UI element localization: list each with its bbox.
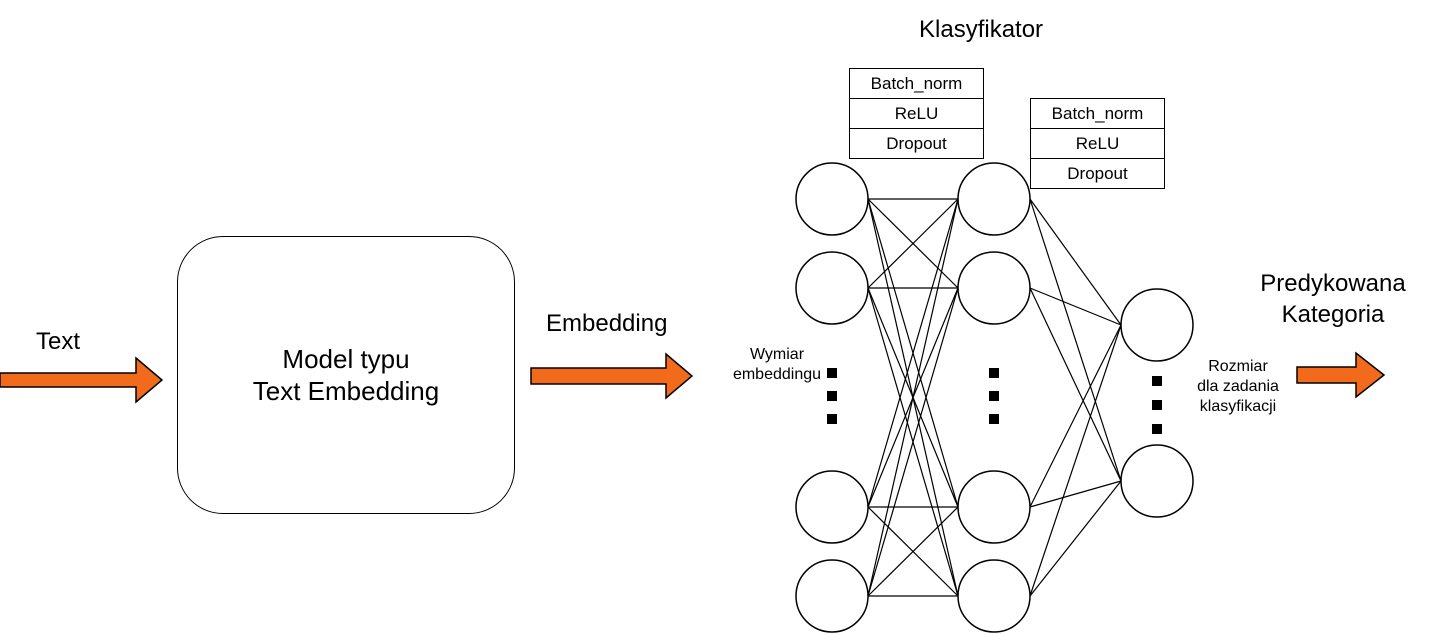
ellipsis-markers — [827, 368, 1162, 434]
output-layer-ellipsis-dot-2 — [1152, 424, 1162, 434]
network-nodes — [795, 162, 1194, 633]
output-dimension-line1: Rozmiar — [1208, 358, 1268, 375]
output-dimension-line2: dla zadania — [1197, 378, 1279, 395]
input-layer-node-2 — [795, 470, 869, 544]
input-layer-node-3 — [795, 559, 869, 633]
connection-l2-2-l3-0 — [1029, 324, 1122, 508]
output-dimension-line3: klasyfikacji — [1199, 398, 1277, 415]
input-layer-ellipsis-dot-0 — [827, 368, 837, 378]
layer-block-2-relu: ReLU — [1031, 129, 1164, 159]
connection-l2-3-l3-0 — [1029, 324, 1122, 597]
embedding-label: Embedding — [546, 310, 668, 337]
output-arrow-icon — [1296, 351, 1386, 399]
layer-block-2-dropout: Dropout — [1067, 164, 1128, 183]
connection-l2-1-l3-0 — [1029, 287, 1122, 326]
model-title-line2: Text Embedding — [252, 376, 440, 406]
output-dimension-label: Rozmiar dla zadania klasyfikacji — [1183, 357, 1293, 417]
connection-l1-2-l2-0 — [867, 198, 959, 508]
layer-block-1-dropout: Dropout — [886, 134, 947, 153]
connection-l2-3-l3-1 — [1029, 480, 1122, 597]
output-layer-ellipsis-dot-1 — [1152, 400, 1162, 410]
embedding-model-box: Model typu Text Embedding — [177, 236, 515, 514]
connection-l2-2-l3-1 — [1029, 480, 1122, 508]
output-layer-ellipsis-dot-0 — [1152, 376, 1162, 386]
input-dimension-line1: Wymiar — [749, 346, 805, 363]
layer-block-1-relu: ReLU — [850, 99, 983, 129]
network-connections — [867, 198, 1122, 597]
connection-l1-3-l2-2 — [867, 506, 959, 597]
input-layer-ellipsis-dot-1 — [827, 391, 837, 401]
hidden-layer-node-0 — [957, 162, 1031, 236]
predicted-category-line1: Predykowana — [1260, 270, 1406, 297]
embedding-arrow-icon — [530, 352, 694, 400]
output-layer-node-1 — [1120, 444, 1194, 518]
input-arrow-icon — [0, 356, 164, 404]
classifier-title: Klasyfikator — [919, 16, 1044, 43]
input-dimension-label: Wymiar embeddingu — [722, 345, 832, 385]
input-layer-ellipsis-dot-2 — [827, 414, 837, 424]
connection-l1-3-l2-1 — [867, 287, 959, 597]
connection-l1-3-l2-0 — [867, 198, 959, 597]
connection-l2-0-l3-1 — [1029, 198, 1122, 482]
model-title-line1: Model typu — [282, 344, 410, 374]
hidden-layer-ellipsis-dot-0 — [989, 368, 999, 378]
layer-block-2: Batch_norm ReLU Dropout — [1030, 98, 1165, 189]
layer-block-1: Batch_norm ReLU Dropout — [849, 68, 984, 159]
hidden-layer-node-3 — [957, 559, 1031, 633]
connection-l2-1-l3-1 — [1029, 287, 1122, 482]
input-layer-node-0 — [795, 162, 869, 236]
predicted-category-line2: Kategoria — [1281, 301, 1385, 328]
predicted-category-label: Predykowana Kategoria — [1248, 268, 1418, 330]
connection-l1-1-l2-0 — [867, 198, 959, 289]
layer-block-1-batchnorm: Batch_norm — [850, 69, 983, 99]
hidden-layer-ellipsis-dot-2 — [989, 414, 999, 424]
hidden-layer-node-2 — [957, 470, 1031, 544]
hidden-layer-ellipsis-dot-1 — [989, 391, 999, 401]
input-layer-node-1 — [795, 251, 869, 325]
input-text-label: Text — [36, 328, 81, 355]
hidden-layer-node-1 — [957, 251, 1031, 325]
connection-l2-0-l3-0 — [1029, 198, 1122, 326]
input-dimension-line2: embeddingu — [732, 366, 822, 383]
output-layer-node-0 — [1120, 288, 1194, 362]
layer-block-2-batchnorm: Batch_norm — [1031, 99, 1164, 129]
